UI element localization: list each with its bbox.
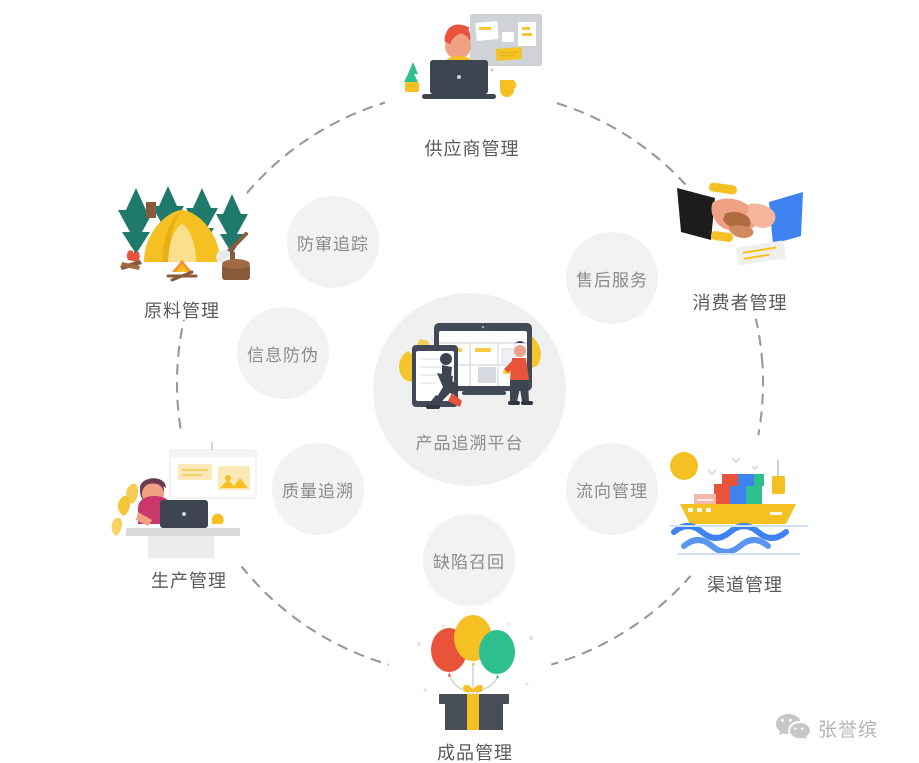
node-label: 供应商管理 [424, 139, 520, 159]
node-label: 消费者管理 [692, 293, 788, 313]
node-consumer-management[interactable]: 消费者管理 [665, 170, 815, 315]
feature-flow-management[interactable]: 流向管理 [566, 443, 658, 535]
node-label: 成品管理 [437, 743, 513, 763]
watermark-text: 张誉缤 [818, 720, 879, 741]
feature-defect-recall[interactable]: 缺陷召回 [423, 514, 515, 606]
person-laptop-whiteboard-icon [392, 8, 552, 131]
node-label: 生产管理 [151, 571, 227, 591]
feature-label: 质量追溯 [282, 481, 354, 501]
feature-quality-traceability[interactable]: 质量追溯 [272, 443, 364, 535]
node-finished-goods-management[interactable]: 成品管理 [405, 612, 545, 763]
feature-anti-counterfeit-info[interactable]: 信息防伪 [237, 307, 329, 399]
cargo-ship-icon [660, 438, 830, 567]
feature-label: 防窜追踪 [297, 234, 369, 254]
feature-label: 流向管理 [576, 481, 648, 501]
tent-forest-campfire-icon [106, 168, 258, 293]
handshake-icon [665, 170, 815, 285]
feature-label: 信息防伪 [247, 345, 319, 365]
center-hub[interactable]: 产品追溯平台 [373, 293, 566, 486]
feature-anti-diversion-tracking[interactable]: 防窜追踪 [287, 196, 379, 288]
node-label: 渠道管理 [707, 575, 783, 595]
hub-label: 产品追溯平台 [415, 434, 524, 453]
node-supplier-management[interactable]: 供应商管理 [392, 8, 552, 161]
node-raw-material-management[interactable]: 原料管理 [106, 168, 258, 323]
feature-label: 售后服务 [576, 270, 648, 290]
node-channel-management[interactable]: 渠道管理 [660, 438, 830, 597]
woman-desk-laptop-icon [108, 442, 270, 563]
node-label: 原料管理 [144, 301, 220, 321]
node-production-management[interactable]: 生产管理 [108, 442, 270, 593]
watermark: 张誉缤 [776, 712, 878, 745]
devices-dashboard-icon [390, 309, 550, 427]
feature-after-sales-service[interactable]: 售后服务 [566, 232, 658, 324]
gift-balloons-icon [405, 612, 545, 735]
feature-label: 缺陷召回 [433, 552, 505, 572]
wechat-icon [776, 712, 810, 745]
